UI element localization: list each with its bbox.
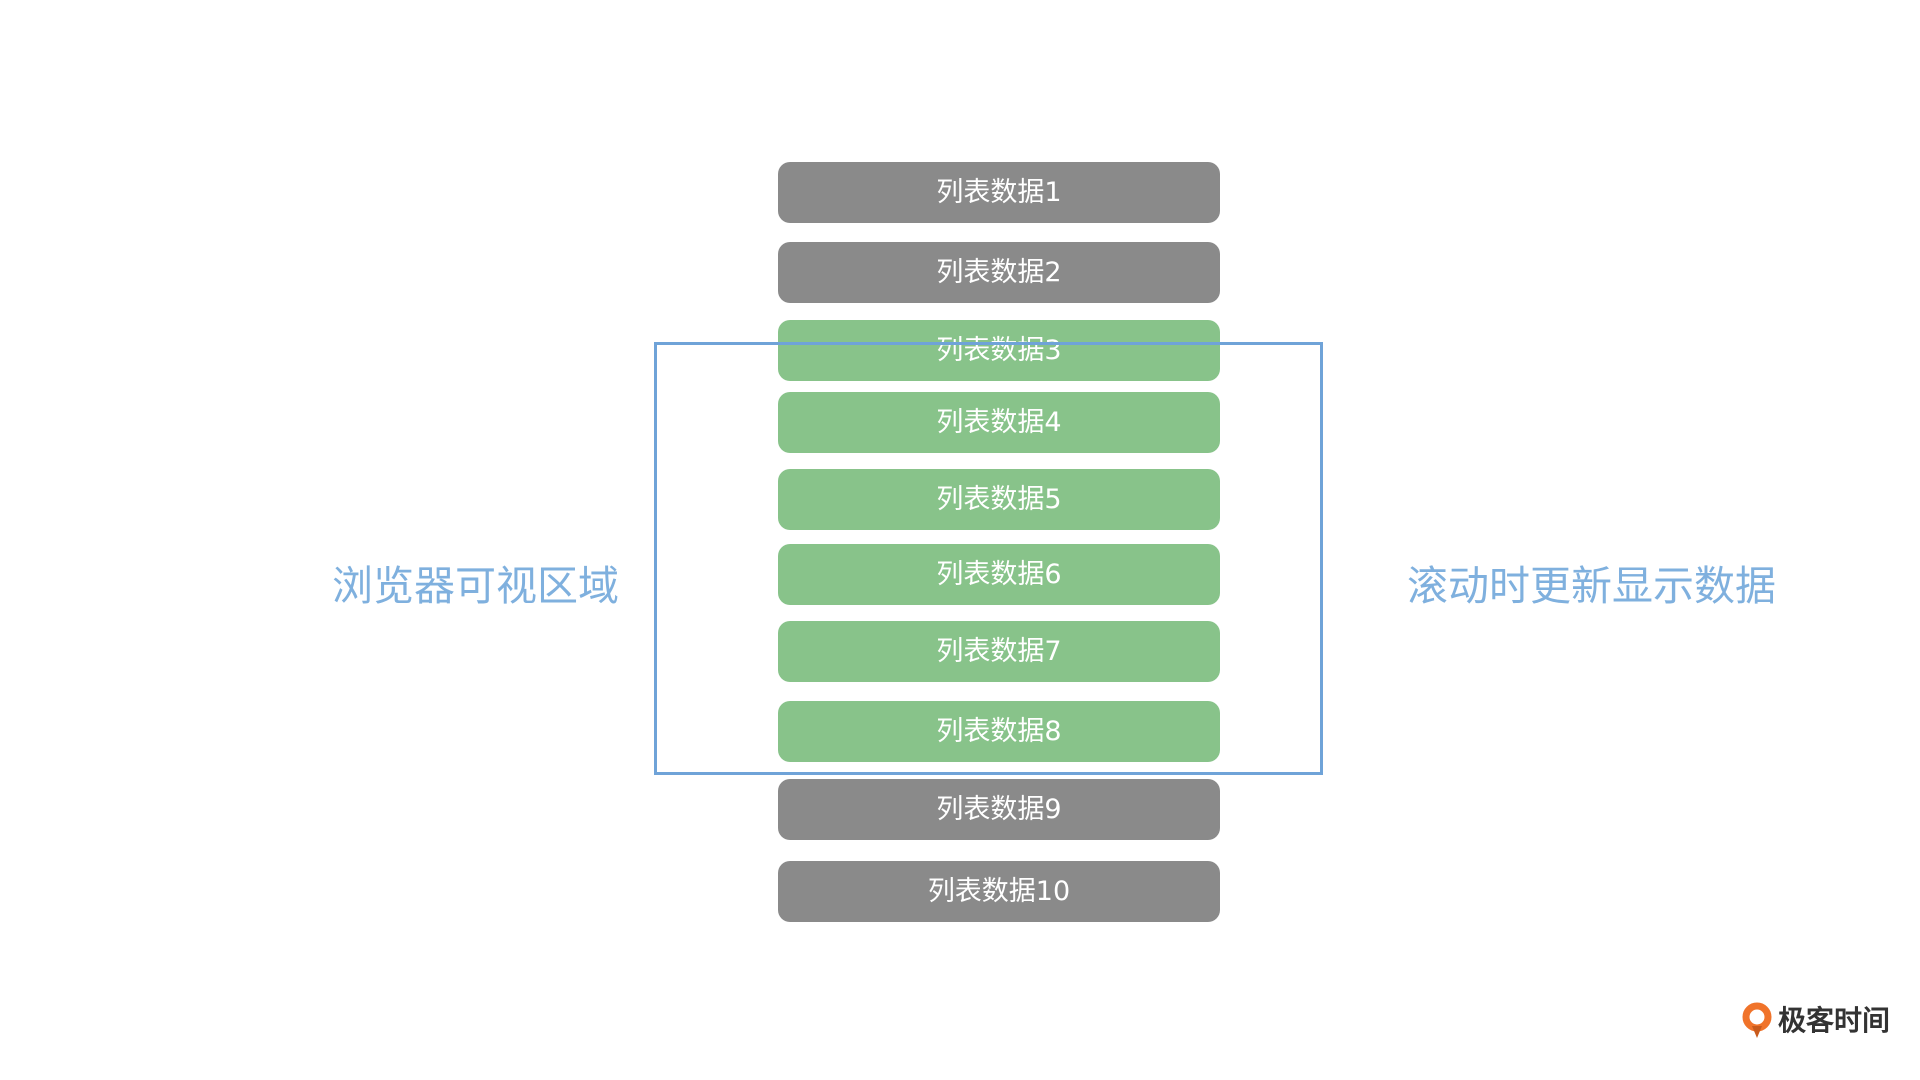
list-item: 列表数据9 <box>778 779 1220 840</box>
list-item-label: 列表数据6 <box>936 559 1062 590</box>
list-item-label: 列表数据1 <box>936 177 1062 208</box>
list-item: 列表数据2 <box>778 242 1220 303</box>
scroll-update-caption: 滚动时更新显示数据 <box>1407 562 1776 610</box>
geek-time-logo-icon <box>1742 1002 1772 1038</box>
brand-name: 极客时间 <box>1778 1004 1891 1037</box>
list-item: 列表数据6 <box>778 544 1220 605</box>
list-item: 列表数据1 <box>778 162 1220 223</box>
list-item: 列表数据10 <box>778 861 1220 922</box>
list-item: 列表数据4 <box>778 392 1220 453</box>
brand-logo: 极客时间 <box>1740 1002 1890 1040</box>
list-item-label: 列表数据10 <box>927 876 1071 907</box>
viewport-caption: 浏览器可视区域 <box>332 562 619 610</box>
list-item: 列表数据7 <box>778 621 1220 682</box>
list-item-label: 列表数据3 <box>936 335 1062 366</box>
list-item-label: 列表数据2 <box>936 257 1062 288</box>
list-item: 列表数据5 <box>778 469 1220 530</box>
list-item-label: 列表数据9 <box>936 794 1062 825</box>
list-item-label: 列表数据5 <box>936 484 1062 515</box>
list-item: 列表数据3 <box>778 320 1220 381</box>
list-item-label: 列表数据4 <box>936 407 1062 438</box>
list-item-label: 列表数据7 <box>936 636 1062 667</box>
list-item-label: 列表数据8 <box>936 716 1062 747</box>
list-item: 列表数据8 <box>778 701 1220 762</box>
